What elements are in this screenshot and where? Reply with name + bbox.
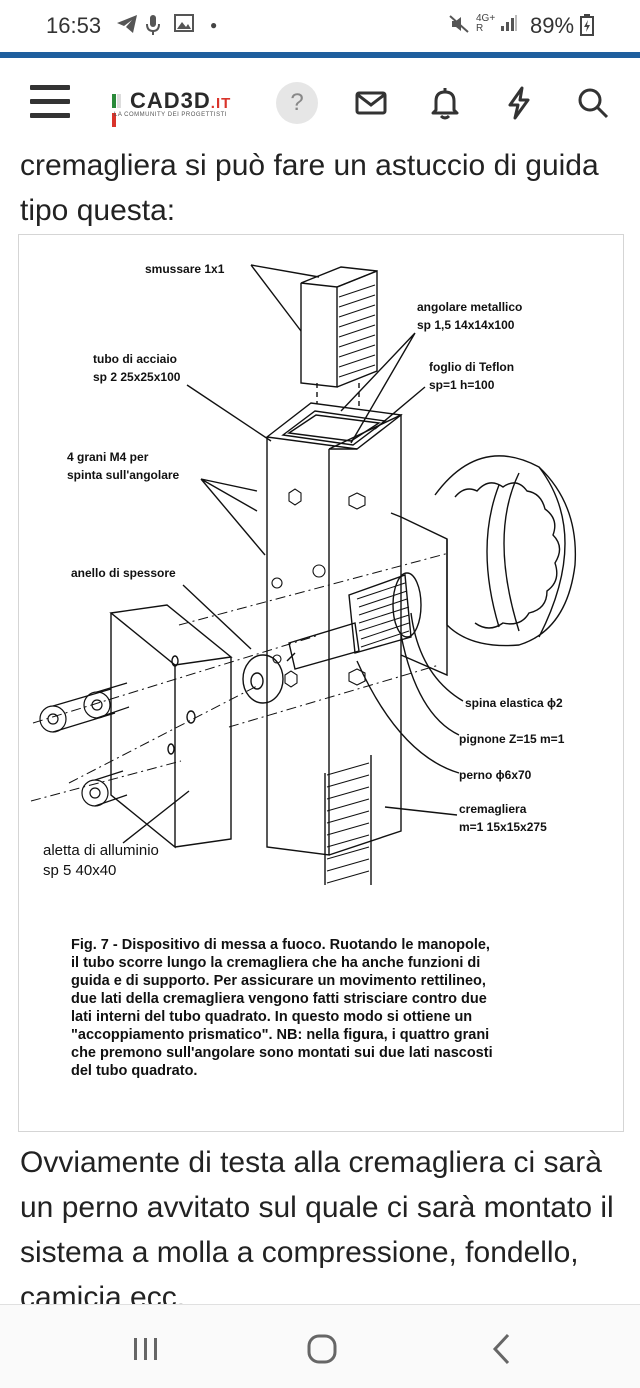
home-icon[interactable] [302,1329,342,1369]
article-paragraph-bottom: Ovviamente di testa alla cremagliera ci … [20,1146,614,1314]
label-spina: spina elastica ϕ2 [465,696,563,710]
label-perno: perno ϕ6x70 [459,768,532,782]
label-angolare-1: angolare metallico [417,300,522,314]
bell-icon[interactable] [426,84,464,122]
label-aletta-1: aletta di alluminio [43,842,159,859]
mechanical-drawing: smussare 1x1 angolare metallico sp 1,5 1… [30,262,577,1079]
hamburger-menu-icon[interactable] [30,85,70,119]
caption-line: "accoppiamento prismatico". NB: nella fi… [71,1027,489,1043]
recent-apps-icon[interactable] [126,1329,166,1369]
system-navigation-bar [0,1304,640,1388]
image-icon [174,14,194,37]
lightning-icon[interactable] [500,84,538,122]
microphone-icon [146,14,160,41]
back-icon[interactable] [482,1329,522,1369]
envelope-icon[interactable] [352,84,390,122]
logo-text: CAD3D [130,88,211,113]
site-logo[interactable]: CAD3D.IT LA COMMUNITY DEI PROGETTISTI [112,88,252,127]
label-aletta-2: sp 5 40x40 [43,862,116,879]
accent-bar [0,52,640,58]
logo-suffix: .IT [210,95,232,112]
label-grani-2: spinta sull'angolare [67,468,180,482]
label-pignone: pignone Z=15 m=1 [459,732,565,746]
caption-line: Fig. 7 - Dispositivo di messa a fuoco. R… [71,937,490,953]
label-cremagliera-2: m=1 15x15x275 [459,820,547,834]
status-time: 16:53 [46,13,102,38]
label-teflon-2: sp=1 h=100 [429,378,495,392]
label-anello: anello di spessore [71,566,176,580]
caption-line: guida e di supporto. Per assicurare un m… [71,973,486,989]
label-teflon-1: foglio di Teflon [429,360,514,374]
label-angolare-2: sp 1,5 14x14x100 [417,318,515,332]
logo-tagline: LA COMMUNITY DEI PROGETTISTI [114,112,227,118]
caption-line: due lati della cremagliera vengono fatti… [71,991,487,1007]
italian-flag-icon [112,94,126,127]
status-bar: 16:53 ● 4G+ R 89% [0,0,640,52]
article-paragraph-top: cremagliera si può fare un astuccio di g… [20,149,599,227]
article-figure: smussare 1x1 angolare metallico sp 1,5 1… [18,234,624,1132]
help-icon[interactable]: ? [276,82,318,124]
caption-line: che premono sull'angolare sono montati s… [71,1045,493,1061]
caption-line: lati interni del tubo quadrato. In quest… [71,1009,472,1025]
label-tubo-2: sp 2 25x25x100 [93,370,181,384]
telegram-icon [116,14,138,39]
battery-charging-icon [580,14,594,41]
battery-percent: 89% [530,13,575,38]
app-header: CAD3D.IT LA COMMUNITY DEI PROGETTISTI ? [0,58,640,148]
caption-line: il tubo scorre lungo la cremagliera che … [71,955,480,971]
label-grani-1: 4 grani M4 per [67,450,149,464]
mute-icon [448,14,470,39]
dot-icon: ● [210,18,218,32]
label-smussare: smussare 1x1 [145,262,225,276]
label-tubo-1: tubo di acciaio [93,352,177,366]
label-cremagliera-1: cremagliera [459,802,527,816]
network-label: 4G+ R [476,13,496,34]
caption-line: del tubo quadrato. [71,1063,197,1079]
search-icon[interactable] [574,84,612,122]
signal-icon [500,14,518,37]
